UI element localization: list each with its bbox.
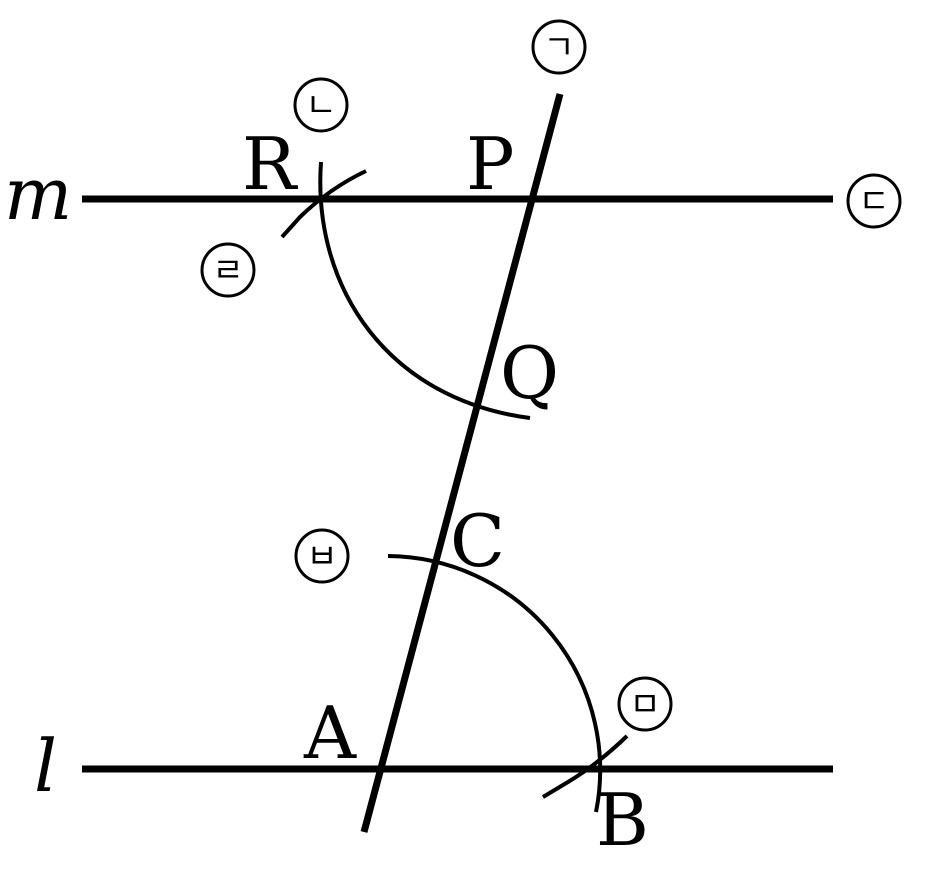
point-a-label: A — [303, 691, 357, 775]
point-c-label: C — [450, 499, 505, 583]
arc-mark-at-b — [541, 734, 629, 799]
step-marker-5-text: ㅁ — [629, 685, 660, 725]
step-marker-4: ㄹ — [200, 242, 256, 298]
step-marker-5: ㅁ — [617, 676, 673, 732]
arc-center-a — [387, 554, 603, 813]
point-b-label: B — [596, 778, 649, 862]
step-marker-3: ㄷ — [846, 173, 902, 229]
step-marker-1: ㄱ — [531, 19, 587, 75]
step-marker-3-text: ㄷ — [858, 182, 889, 222]
point-p-label: P — [466, 122, 514, 206]
step-marker-1-text: ㄱ — [543, 28, 574, 68]
step-marker-2-text: ㄴ — [305, 86, 336, 126]
point-r-label: R — [242, 122, 298, 206]
step-marker-6-text: ㅂ — [306, 537, 337, 577]
point-q-label: Q — [500, 331, 559, 415]
transversal-line — [360, 93, 564, 833]
step-marker-4-text: ㄹ — [212, 251, 243, 291]
arc-center-p — [318, 161, 531, 420]
line-m-label: m — [4, 152, 72, 236]
arc-mark-at-r — [280, 169, 367, 239]
step-marker-2: ㄴ — [293, 77, 349, 133]
line-l-label: l — [34, 724, 57, 808]
step-marker-6: ㅂ — [294, 528, 350, 584]
